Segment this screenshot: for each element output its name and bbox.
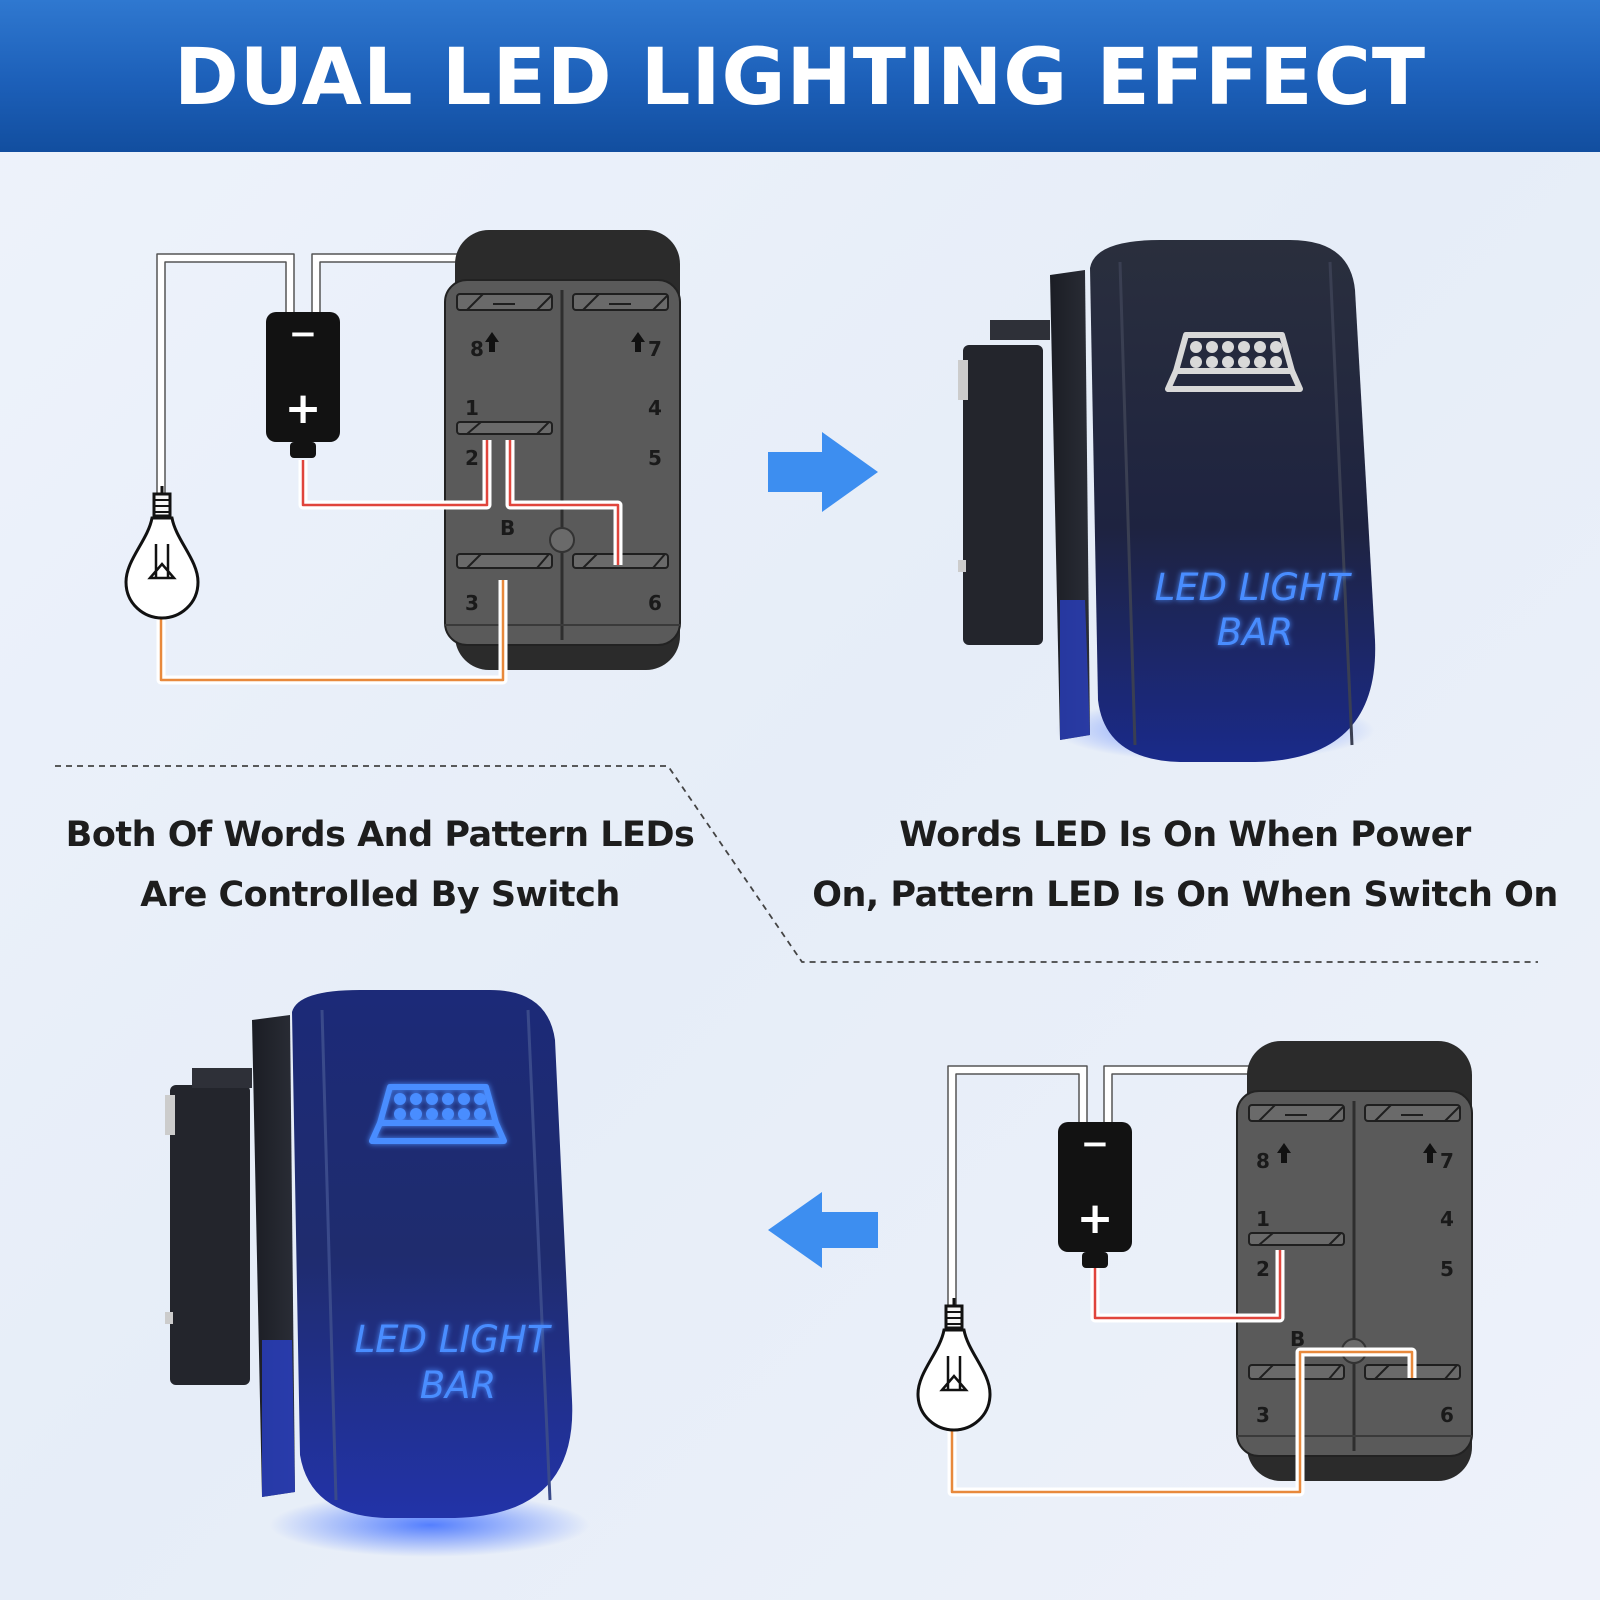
arrow-right-icon [768,432,878,512]
caption-right-line2: On, Pattern LED Is On When Switch On [812,875,1558,915]
caption-right-line1: Words LED Is On When Power [899,815,1471,855]
pin-label-7: 7 [648,337,662,361]
pin-label-6: 6 [1440,1403,1454,1427]
pin-label-1: 1 [465,396,479,420]
switch-label-line1: LED LIGHT [1155,566,1352,609]
pin-label-2: 2 [465,446,479,470]
dashed-divider [55,765,1538,963]
pin-label-b: B [500,516,515,540]
switch-label-line2: BAR [420,1364,496,1407]
wiring-diagram-bottom: − + 8 7 1 4 2 5 B 3 6 [916,1039,1474,1497]
battery-plus-label: + [1077,1193,1114,1244]
caption-left-line1: Both Of Words And Pattern LEDs [65,815,695,855]
pin-label-5: 5 [1440,1257,1454,1281]
battery-minus-label: − [1081,1124,1110,1164]
light-bulb-icon [916,1296,992,1432]
battery-plus-label: + [285,383,322,434]
pin-label-4: 4 [648,396,662,420]
switch-label-line1: LED LIGHT [355,1318,552,1361]
pin-label-8: 8 [1256,1149,1270,1173]
caption-right: Words LED Is On When Power On, Pattern L… [800,805,1570,925]
pin-label-6: 6 [648,591,662,615]
switch-back-panel [1235,1039,1474,1483]
switch-back-panel [443,228,682,672]
rocker-switch-words-lit: LED LIGHT BAR [958,240,1376,762]
pin-label-5: 5 [648,446,662,470]
arrow-left-icon [768,1192,878,1268]
wiring-diagram-top: − + 8 7 1 4 2 5 B 3 6 [124,228,682,685]
pin-label-8: 8 [470,337,484,361]
pin-label-2: 2 [1256,1257,1270,1281]
pin-label-3: 3 [1256,1403,1270,1427]
banner-title: DUAL LED LIGHTING EFFECT [173,33,1427,123]
title-banner: DUAL LED LIGHTING EFFECT [0,0,1600,152]
battery-minus-label: − [289,314,318,354]
caption-left-line2: Are Controlled By Switch [140,875,620,915]
caption-left: Both Of Words And Pattern LEDs Are Contr… [40,805,720,925]
pin-label-4: 4 [1440,1207,1454,1231]
pin-label-3: 3 [465,591,479,615]
light-bulb-icon [124,484,200,620]
pin-label-7: 7 [1440,1149,1454,1173]
rocker-switch-all-lit: LED LIGHT BAR [165,990,590,1557]
pin-label-1: 1 [1256,1207,1270,1231]
pin-label-b: B [1290,1327,1305,1351]
switch-label-line2: BAR [1217,611,1293,654]
